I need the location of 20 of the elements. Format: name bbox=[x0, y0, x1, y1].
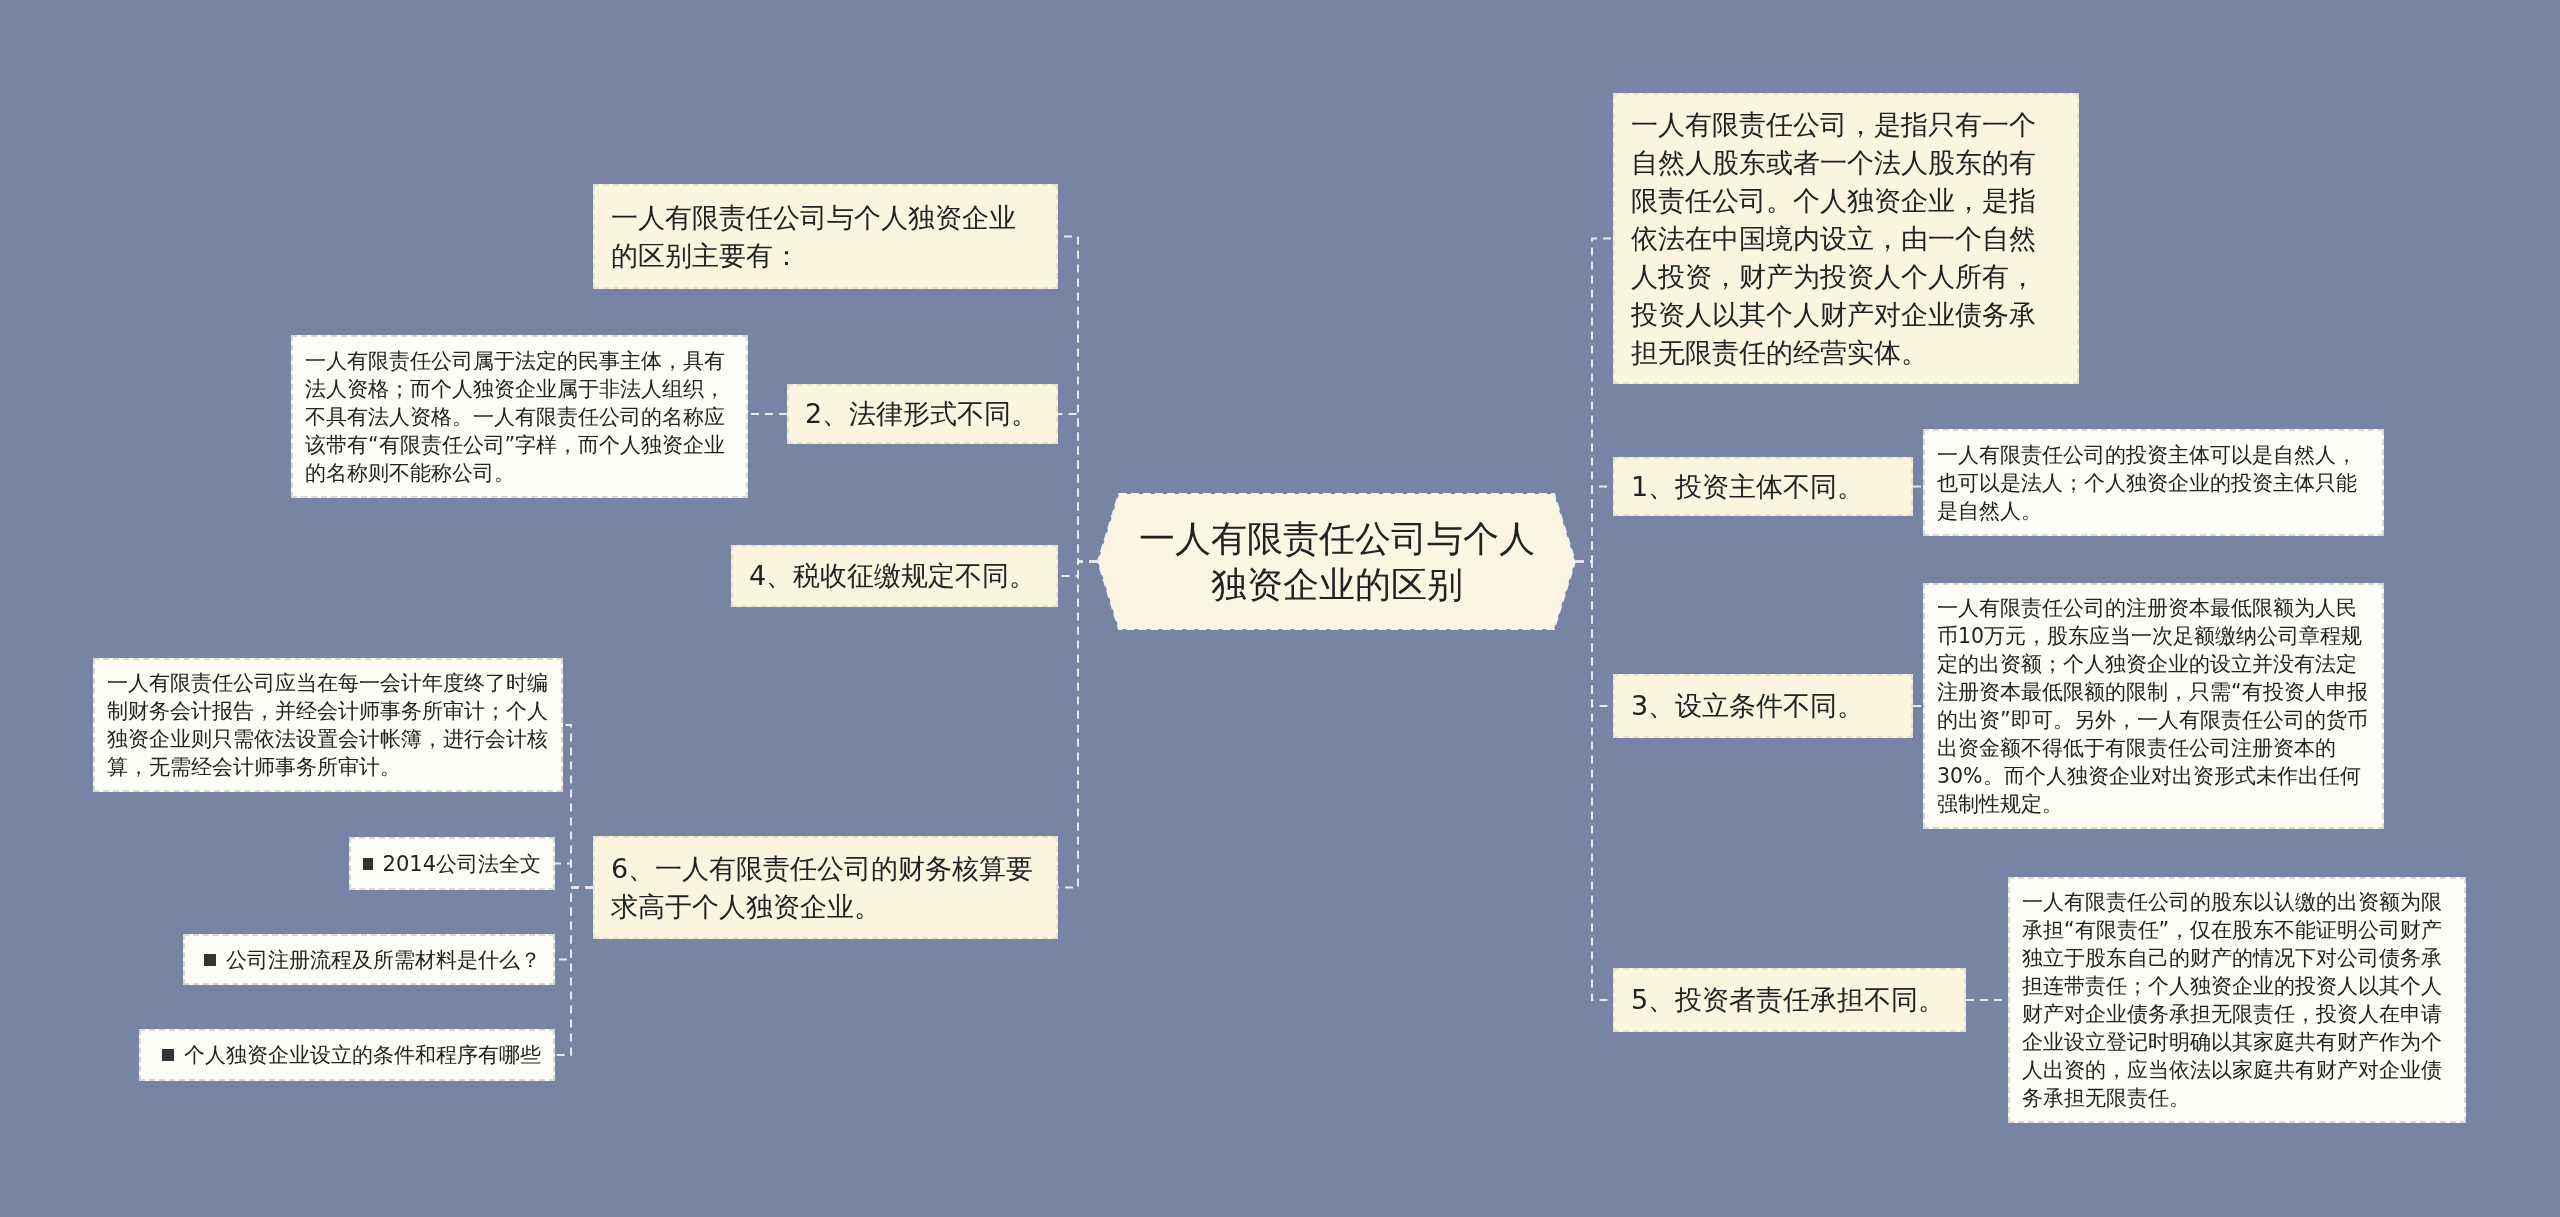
topic-box: 6、一人有限责任公司的财务核算要求高于个人独资企业。 bbox=[593, 836, 1058, 939]
topic-box: 一人有限责任公司与个人独资企业的区别主要有： bbox=[593, 184, 1058, 289]
topic-box: 3、设立条件不同。 bbox=[1613, 674, 1913, 738]
link-box: 2014公司法全文 bbox=[349, 837, 555, 890]
connector-line bbox=[1912, 705, 1924, 707]
link-box: 公司注册流程及所需材料是什么？ bbox=[183, 934, 555, 985]
topic-box: 4、税收征缴规定不同。 bbox=[731, 545, 1058, 607]
connector-line bbox=[554, 886, 594, 1056]
note-box: 一人有限责任公司的股东以认缴的出资额为限承担“有限责任”，仅在股东不能证明公司财产独立于股东自己的财产的情况下对公司债务承担连带责任；个人独资企业的投资人以其个人财产对企业债务承担无限责任，投资人在申请企业设立登记时明确以其家庭共有财产作为个人出资的，应当依法以家庭共有财产对企业债务承担无限责任。 bbox=[2008, 877, 2466, 1123]
topic-hexagon: 一人有限责任公司与个人独资企业的区别 bbox=[1097, 493, 1576, 630]
note-box: 一人有限责任公司的注册资本最低限额为人民币10万元，股东应当一次足额缴纳公司章程规定的出资额；个人独资企业的设立并没有法定注册资本最低限额的限制，只需“有投资人申报的出资”即可。另外，一人有限责任公司的货币出资金额不得低于有限责任公司注册资本的30%。而个人独资企业对出资形式未作出任何强制性规定。 bbox=[1923, 583, 2384, 829]
topic-box: 一人有限责任公司，是指只有一个自然人股东或者一个法人股东的有限责任公司。个人独资企业，是指依法在中国境内设立，由一个自然人投资，财产为投资人个人所有，投资人以其个人财产对企业债务承担无限责任的经营实体。 bbox=[1613, 93, 2079, 384]
topic-box: 2、法律形式不同。 bbox=[787, 384, 1058, 444]
note-box: 一人有限责任公司应当在每一会计年度终了时编制财务会计报告，并经会计师事务所审计；个人独资企业则只需依法设置会计帐簿，进行会计核算，无需经会计师事务所审计。 bbox=[93, 658, 563, 792]
topic-box: 5、投资者责任承担不同。 bbox=[1613, 968, 1966, 1032]
link-box: 个人独资企业设立的条件和程序有哪些 bbox=[139, 1029, 555, 1081]
topic-box: 1、投资主体不同。 bbox=[1613, 457, 1913, 516]
note-box: 一人有限责任公司属于法定的民事主体，具有法人资格；而个人独资企业属于非法人组织，不具有法人资格。一人有限责任公司的名称应该带有“有限责任公司”字样，而个人独资企业的名称则不能称公司。 bbox=[291, 335, 748, 498]
note-box: 一人有限责任公司的投资主体可以是自然人，也可以是法人；个人独资企业的投资主体只能是自然人。 bbox=[1923, 429, 2384, 536]
connector-line bbox=[1912, 485, 1924, 488]
